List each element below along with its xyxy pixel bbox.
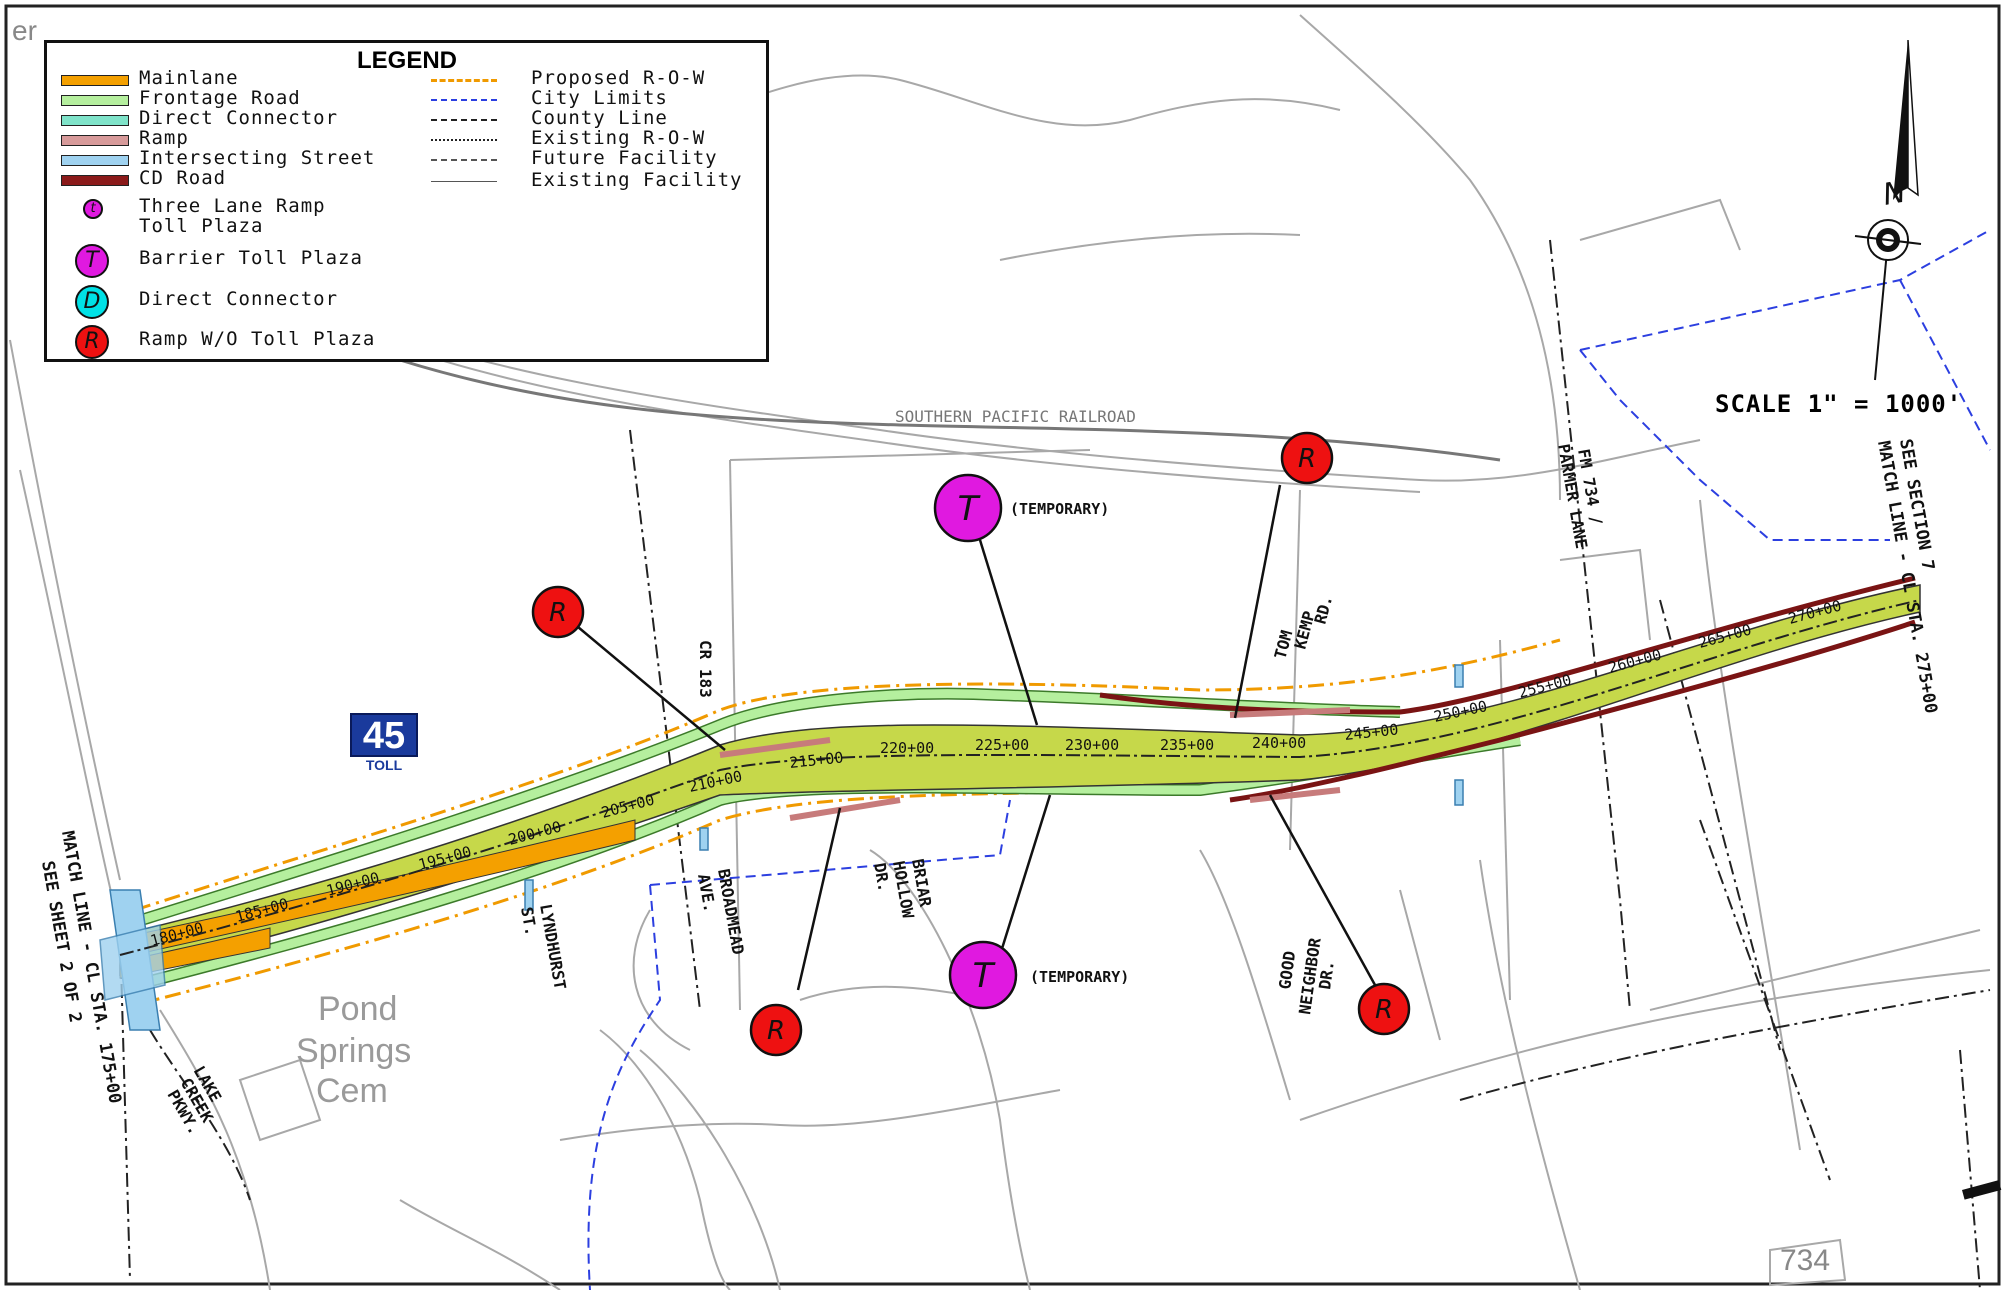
legend-proposed-row-label: Proposed R-O-W: [531, 67, 706, 89]
legend-three-lane-label-2: Toll Plaza: [139, 215, 264, 237]
north-arrow-icon: N: [1854, 39, 1922, 381]
marker-letter: R: [549, 598, 567, 628]
tom-kemp-label: KEMP: [1291, 609, 1319, 651]
barrier-toll-icon: T: [75, 244, 109, 278]
briar-label: DR.: [870, 861, 894, 893]
station-label: 245+00: [1344, 720, 1400, 744]
temporary-label: (TEMPORARY): [1030, 968, 1129, 986]
legend-mainlane-label: Mainlane: [139, 67, 239, 89]
direct-connector-icon: D: [75, 285, 109, 319]
toll-marker-t-circle: [933, 473, 1003, 543]
springs-text: Springs: [296, 1032, 411, 1070]
legend-three-lane-label-1: Three Lane Ramp: [139, 195, 326, 217]
legend-ramp-label: Ramp: [139, 127, 189, 149]
ramp-marker-r[interactable]: R: [1357, 982, 1411, 1036]
station-label: 215+00: [789, 748, 845, 772]
ramp-marker-r[interactable]: R: [749, 1003, 803, 1057]
toll-marker-t[interactable]: T: [933, 473, 1003, 543]
shield-toll-text: TOLL: [365, 757, 403, 773]
frontage-swatch: [61, 95, 129, 106]
toll-marker-t-circle: [948, 940, 1018, 1010]
pond-text: Pond: [318, 990, 397, 1028]
legend-title: LEGEND: [357, 47, 458, 74]
scale-label: SCALE 1" = 1000': [1715, 390, 1963, 418]
marker-letter: T: [958, 489, 981, 529]
cr183-label: CR 183: [696, 640, 715, 698]
mainlane-swatch: [61, 75, 129, 86]
legend-intersecting-label: Intersecting Street: [139, 147, 376, 169]
marker-letter: R: [767, 1016, 785, 1046]
legend-city-limits-label: City Limits: [531, 87, 668, 109]
city-limits: [587, 229, 1991, 1290]
railroad-label: SOUTHERN PACIFIC RAILROAD: [895, 407, 1136, 426]
shield-number: 45: [350, 713, 418, 757]
toll-marker-t[interactable]: T: [948, 940, 1018, 1010]
legend-connector-label: Direct Connector: [139, 107, 339, 129]
lyndhurst-label: ST.: [517, 905, 541, 937]
existing-row-lines: [119, 239, 1991, 1290]
ramp-swatch: [61, 135, 129, 146]
marker-letter: R: [1375, 995, 1393, 1025]
legend-barrier-toll-label: Barrier Toll Plaza: [139, 247, 363, 269]
existing-facility-line: [431, 181, 497, 182]
route-734-label: 734: [1780, 1244, 1830, 1277]
legend-future-facility-label: Future Facility: [531, 147, 718, 169]
broadmead-label: BROADMEAD: [714, 867, 748, 956]
station-label: 220+00: [880, 739, 934, 757]
legend-ramp-wo-toll-label: Ramp W/O Toll Plaza: [139, 328, 376, 350]
legend-cd-road-label: CD Road: [139, 167, 227, 189]
intersecting-swatch: [61, 155, 129, 166]
station-label: 230+00: [1065, 736, 1119, 754]
cd-road-swatch: [61, 175, 129, 186]
background-streets: [9, 14, 1991, 1290]
ramp-marker-r[interactable]: R: [531, 585, 585, 639]
good-neighbor-label: DR.: [1315, 959, 1338, 990]
proposed-row-line: [431, 79, 497, 82]
legend-box: LEGEND Mainlane Frontage Road Direct Con…: [44, 40, 769, 362]
ramp-marker-r-circle: [531, 585, 585, 639]
station-label: 225+00: [975, 736, 1029, 754]
proposed-row: [134, 638, 1561, 1007]
future-facility-line: [431, 159, 497, 161]
map-frame: [4, 4, 2001, 1286]
ramp-marker-r-circle: [749, 1003, 803, 1057]
existing-row-line: [431, 139, 497, 141]
ramp-marker-r-circle: [1280, 431, 1334, 485]
marker-leaders: [577, 484, 1377, 991]
city-limits-line: [431, 99, 497, 101]
legend-frontage-label: Frontage Road: [139, 87, 301, 109]
edge-dash: [1962, 1180, 2002, 1200]
intersecting-streets: [99, 664, 1464, 1031]
connector-swatch: [61, 115, 129, 126]
lyndhurst-label: LYNDHURST: [536, 902, 570, 991]
marker-letter: T: [973, 956, 996, 996]
good-neighbor-label: GOOD: [1275, 950, 1299, 991]
three-lane-toll-icon: t: [83, 199, 103, 219]
ramp-wo-toll-icon: R: [75, 325, 109, 359]
ramp-marker-r[interactable]: R: [1280, 431, 1334, 485]
county-line-line: [431, 119, 497, 121]
legend-existing-facility-label: Existing Facility: [531, 169, 743, 191]
ramp-marker-r-circle: [1357, 982, 1411, 1036]
station-label: 240+00: [1252, 734, 1306, 752]
cem-text: Cem: [316, 1072, 388, 1110]
sh45-toll-shield-icon: 45 TOLL: [350, 713, 418, 777]
legend-county-line-label: County Line: [531, 107, 668, 129]
marker-letter: R: [1298, 444, 1316, 474]
temporary-label: (TEMPORARY): [1010, 500, 1109, 518]
cd-roads: [1099, 575, 1916, 803]
markers: R T R R T R: [531, 431, 1411, 1057]
ramps: [719, 707, 1351, 821]
centerline: [119, 599, 1921, 956]
tom-kemp-label: TOM: [1271, 628, 1297, 661]
corner-text: er: [12, 15, 37, 46]
legend-direct-connector-label: Direct Connector: [139, 288, 339, 310]
cemetery-label: Pond Springs Cem: [296, 990, 411, 1110]
legend-existing-row-label: Existing R-O-W: [531, 127, 706, 149]
station-label: 235+00: [1160, 736, 1214, 754]
